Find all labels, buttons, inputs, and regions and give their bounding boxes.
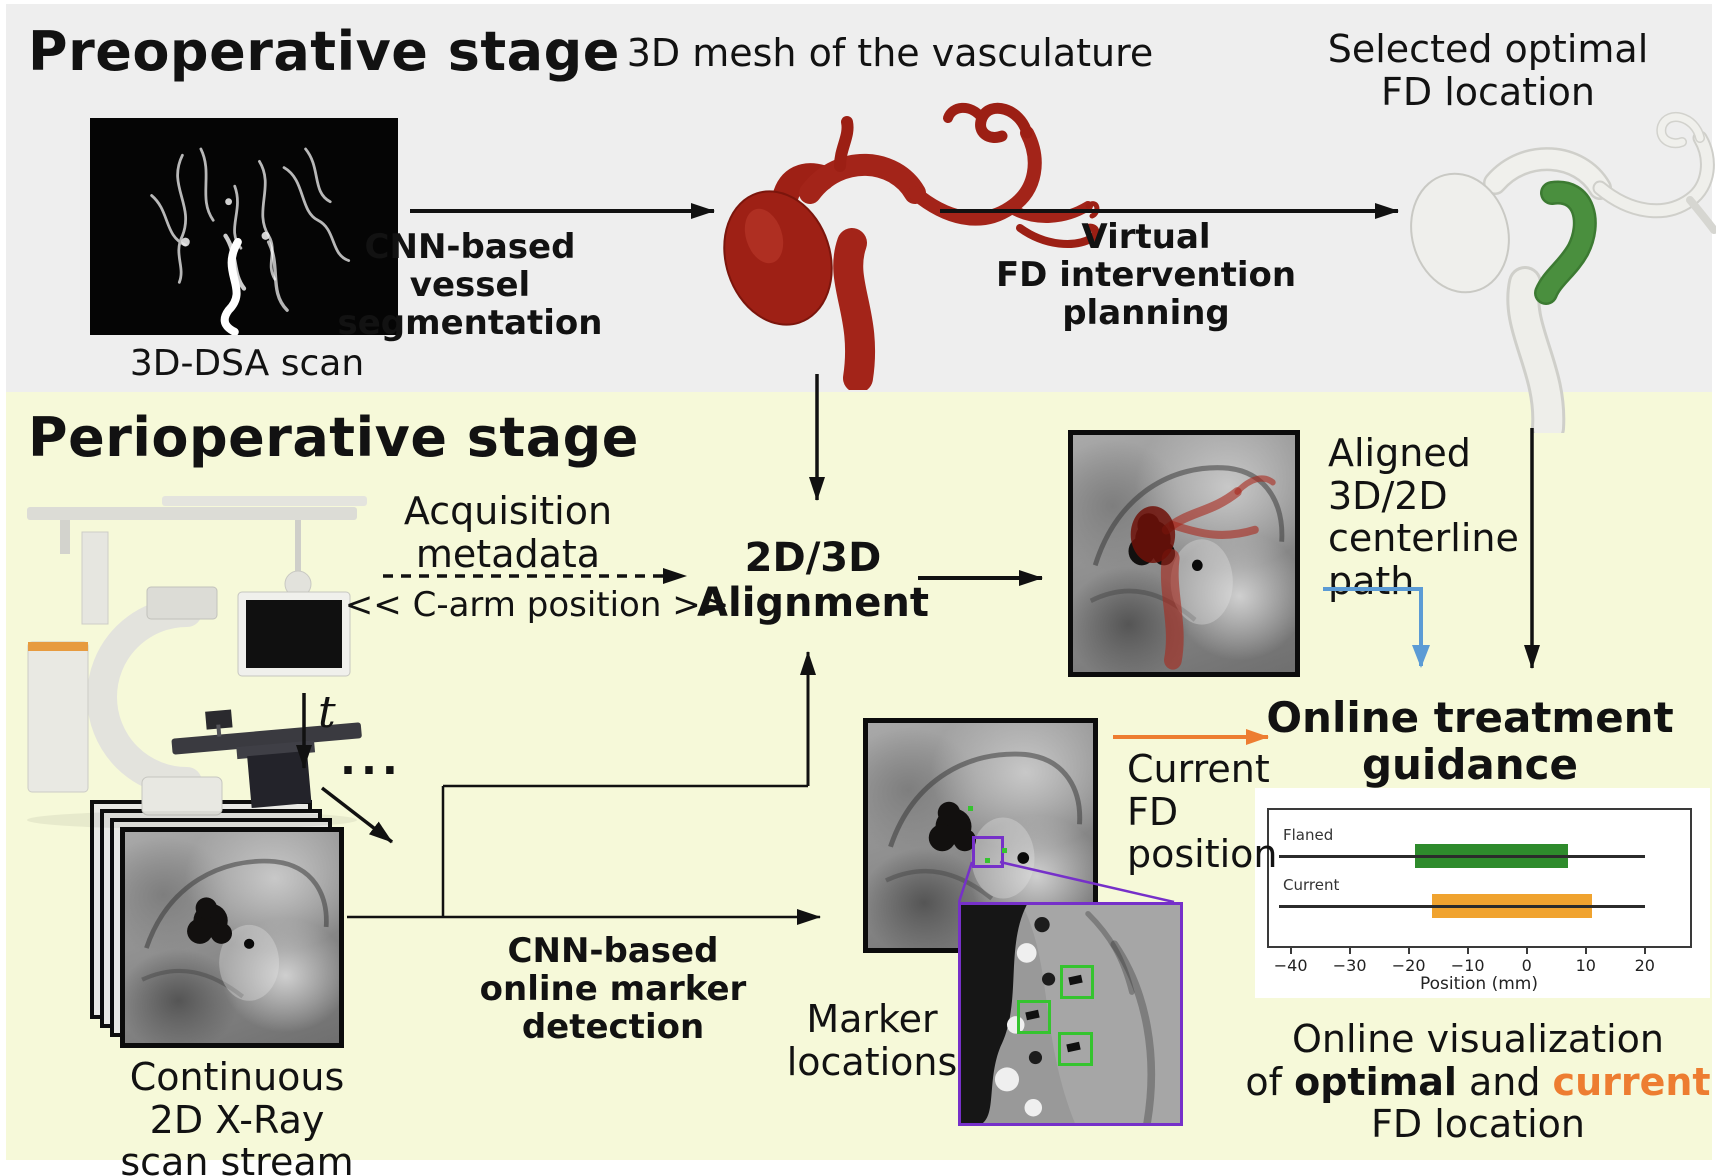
chart-tick-mark	[1407, 948, 1410, 954]
marker-zoom-inset	[958, 902, 1183, 1126]
chart-x-axis-label: Position (mm)	[1420, 974, 1538, 994]
chart-axes-box	[1267, 808, 1692, 948]
xray-anatomy-art	[1089, 465, 1285, 670]
marker-speck	[985, 858, 990, 863]
marker-blip	[1025, 1009, 1040, 1021]
marker-speck	[1002, 848, 1007, 853]
viz-caption-optimal: optimal	[1294, 1059, 1457, 1104]
chart-tick-label: −40	[1273, 956, 1308, 975]
time-label: t	[318, 687, 336, 738]
chart-tick-label: 20	[1634, 956, 1655, 975]
marker-speck	[968, 806, 973, 811]
c-arm-tube	[141, 776, 223, 816]
chart-tick-label: −30	[1332, 956, 1367, 975]
chart-row-label: Current	[1283, 876, 1340, 894]
perioperative-stage-title: Perioperative stage	[28, 406, 639, 469]
alignment-label: 2D/3D Alignment	[697, 535, 929, 626]
equipment-cabinet	[27, 641, 89, 793]
chart-tick-mark	[1525, 948, 1528, 954]
c-arm-machine-image	[27, 496, 367, 829]
scan-stream-label: Continuous 2D X-Ray scan stream	[120, 1055, 354, 1176]
floor-shadow	[27, 811, 357, 829]
detected-marker-box	[1017, 1000, 1051, 1034]
marker-blip	[1066, 1041, 1081, 1053]
dsa-vessels-art	[150, 147, 351, 336]
chart-tick-label: −10	[1450, 956, 1485, 975]
patient-table	[171, 709, 362, 809]
viz-caption-of: of	[1245, 1059, 1295, 1104]
chart-centerline	[1278, 855, 1645, 858]
display-monitor	[237, 591, 351, 677]
selected-fd-title: Selected optimal FD location	[1327, 27, 1649, 114]
aligned-centerline-label: Aligned 3D/2D centerline path	[1328, 431, 1519, 603]
c-arm-gantry	[87, 597, 202, 797]
chart-tick-label: 0	[1521, 956, 1532, 975]
viz-caption-and: and	[1456, 1059, 1553, 1104]
detected-marker-box	[1058, 1032, 1093, 1066]
chart-tick-mark	[1289, 948, 1292, 954]
current-fd-position-label: Current FD position	[1127, 747, 1278, 877]
chart-tick-mark	[1466, 948, 1469, 954]
xray-stack-front-image	[120, 827, 344, 1048]
chart-row-label: Flaned	[1283, 826, 1334, 844]
aligned-xray-image	[1068, 430, 1300, 677]
chart-centerline	[1278, 905, 1645, 908]
chart-tick-mark	[1348, 948, 1351, 954]
chart-tick-mark	[1643, 948, 1646, 954]
marker-roi-box	[972, 836, 1004, 868]
online-visualization-caption: Online visualization of optimal and curr…	[1245, 1017, 1711, 1147]
cnn-segmentation-label: CNN-based vessel segmentation	[337, 227, 603, 344]
c-arm-ceiling-rails	[27, 496, 367, 598]
marker-blip	[1068, 974, 1083, 986]
acquisition-metadata-label: Acquisition metadata	[403, 489, 613, 576]
chart-tick-mark	[1584, 948, 1587, 954]
c-arm-column	[81, 531, 109, 625]
dsa-scan-label: 3D-DSA scan	[129, 343, 365, 384]
chart-tick-label: 10	[1575, 956, 1596, 975]
marker-locations-label: Marker locations	[786, 997, 958, 1084]
xray-anatomy-art	[141, 858, 329, 1001]
inset-art	[961, 905, 1180, 1123]
dsa-scan-image	[90, 118, 398, 336]
cnn-marker-detection-label: CNN-based online marker detection	[479, 931, 747, 1048]
c-arm-detector	[146, 586, 218, 620]
viz-caption-current: current	[1552, 1059, 1711, 1104]
chart-tick-label: −20	[1391, 956, 1426, 975]
ellipsis-label: ...	[340, 735, 403, 784]
red-vessel-mesh-image	[723, 102, 1100, 390]
detected-marker-box	[1060, 965, 1094, 999]
preoperative-stage-title: Preoperative stage	[28, 20, 620, 83]
virtual-planning-label: Virtual FD intervention planning	[995, 217, 1297, 334]
mesh-title: 3D mesh of the vasculature	[626, 31, 1154, 75]
c-arm-position-label: << C-arm position >>	[344, 585, 730, 625]
white-vessel-mesh-image	[1410, 112, 1716, 433]
guidance-label: Online treatment guidance	[1266, 693, 1674, 790]
